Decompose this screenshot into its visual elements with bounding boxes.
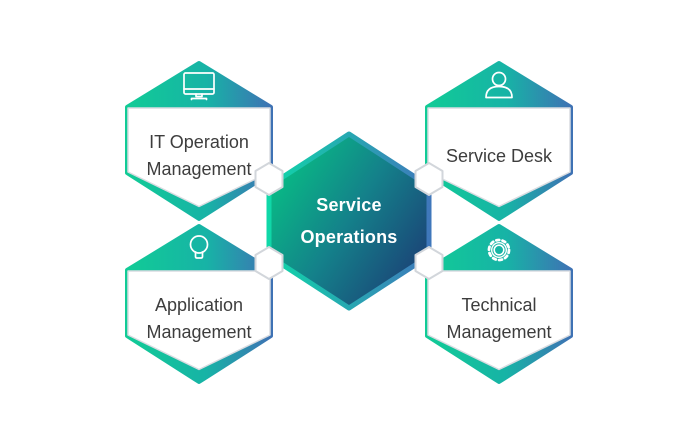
connector-hexagon-bottom-right	[414, 246, 444, 280]
node-hexagon-front	[427, 270, 571, 371]
lightbulb-icon	[189, 235, 209, 259]
monitor-icon	[183, 72, 215, 101]
node-hexagon-front	[427, 107, 571, 208]
gear-icon	[487, 238, 511, 262]
node-hexagon-it-operation-management	[125, 61, 273, 221]
user-icon	[485, 71, 513, 99]
node-hexagon-technical-management	[425, 224, 573, 384]
node-hexagon-service-desk	[425, 61, 573, 221]
center-hexagon-shape	[266, 131, 432, 311]
connector-hexagon-bottom-left	[254, 246, 284, 280]
node-hexagon-front	[127, 270, 271, 371]
connector-hexagon-top-right	[414, 162, 444, 196]
node-hexagon-application-management	[125, 224, 273, 384]
node-hexagon-front	[127, 107, 271, 208]
center-hexagon	[266, 131, 432, 311]
connector-hexagon-top-left	[254, 162, 284, 196]
